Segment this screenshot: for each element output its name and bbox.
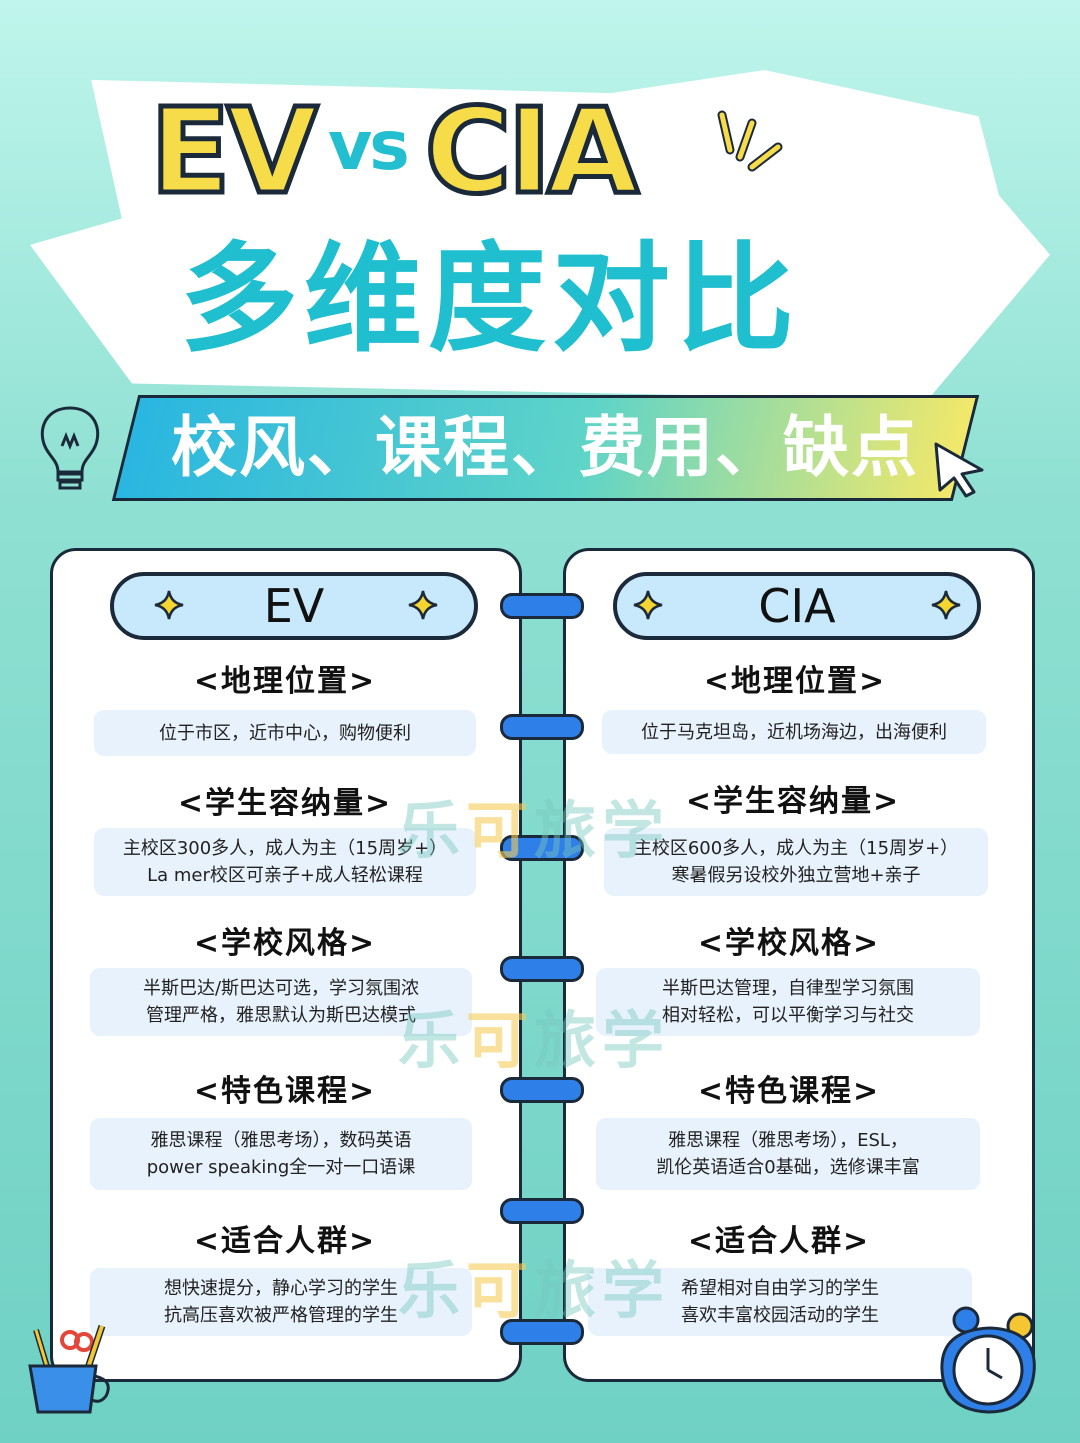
cia-section-box: 主校区600多人，成人为主（15周岁+） 寒暑假另设校外独立营地+亲子 [604, 828, 988, 896]
cia-section-box: 雅思课程（雅思考场），ESL， 凯伦英语适合0基础，选修课丰富 [596, 1118, 980, 1190]
ev-section-line: 雅思课程（雅思考场），数码英语 [150, 1130, 412, 1151]
binder-ring [500, 1319, 584, 1345]
ev-section-title: <特色课程> [193, 1074, 377, 1109]
watermark: 乐可旅学 [398, 990, 670, 1080]
cia-section-line: 半斯巴达管理，自律型学习氛围 [662, 978, 914, 999]
sparkle-icon [154, 590, 184, 620]
cia-section-line: 希望相对自由学习的学生 [681, 1278, 879, 1299]
header-paper [30, 70, 1050, 400]
cia-section-box: 半斯巴达管理，自律型学习氛围 相对轻松，可以平衡学习与社交 [596, 968, 980, 1036]
watermark: 乐可旅学 [398, 780, 670, 870]
watermark-text: 可 [466, 1254, 535, 1327]
watermark-text: 旅学 [534, 1004, 671, 1077]
cia-section-title: <地理位置> [703, 664, 887, 699]
watermark-text: 乐 [398, 794, 467, 867]
watermark-text: 可 [466, 1004, 535, 1077]
cia-section-line: 位于马克坦岛，近机场海边，出海便利 [641, 721, 947, 743]
cia-section-box: 希望相对自由学习的学生 喜欢丰富校园活动的学生 [588, 1268, 972, 1336]
watermark-text: 可 [466, 794, 535, 867]
cia-section-line: 主校区600多人，成人为主（15周岁+） [633, 838, 959, 859]
lightbulb-icon [40, 406, 100, 490]
binder-ring [500, 593, 584, 619]
ev-section-line: 主校区300多人，成人为主（15周岁+） [122, 838, 448, 859]
binder-ring [500, 1198, 584, 1224]
ev-section-box: 想快速提分，静心学习的学生 抗高压喜欢被严格管理的学生 [90, 1268, 472, 1336]
cia-section-title: <学校风格> [697, 926, 881, 961]
title-vs: vs [327, 107, 410, 186]
ev-section-line: 抗高压喜欢被严格管理的学生 [164, 1305, 398, 1326]
cia-section-title: <适合人群> [687, 1224, 871, 1259]
cursor-arrow-icon [934, 442, 984, 498]
binder-ring [500, 956, 584, 982]
cia-section-line: 喜欢丰富校园活动的学生 [681, 1305, 879, 1326]
cia-section-line: 雅思课程（雅思考场），ESL， [668, 1130, 908, 1151]
cia-section-line: 寒暑假另设校外独立营地+亲子 [671, 865, 921, 886]
alarm-clock-icon [940, 1306, 1036, 1414]
ev-section-box: 主校区300多人，成人为主（15周岁+） La mer校区可亲子+成人轻松课程 [94, 828, 476, 896]
ev-section-line: power speaking全一对一口语课 [146, 1157, 416, 1178]
ev-section-line: 位于市区，近市中心，购物便利 [159, 722, 411, 744]
ev-section-line: 半斯巴达/斯巴达可选，学习氛围浓 [142, 978, 420, 999]
watermark-text: 旅学 [534, 794, 671, 867]
ev-section-title: <学校风格> [193, 926, 377, 961]
watermark-text: 乐 [398, 1254, 467, 1327]
cia-section-line: 凯伦英语适合0基础，选修课丰富 [656, 1157, 920, 1178]
cia-header-pill: CIA [613, 572, 981, 640]
main-title: EV vs CIA [148, 82, 642, 220]
ev-header-pill: EV [110, 572, 478, 640]
cia-section-title: <学生容纳量> [685, 784, 901, 819]
cia-section-line: 相对轻松，可以平衡学习与社交 [662, 1005, 914, 1026]
cia-column-name: CIA [758, 579, 836, 633]
subtitle: 多维度对比 [180, 230, 801, 368]
sparkle-icon [633, 590, 663, 620]
banner-text: 校风、课程、费用、缺点 [171, 409, 919, 486]
ev-section-title: <地理位置> [193, 664, 377, 699]
cia-card [563, 548, 1035, 1382]
watermark-text: 乐 [398, 1004, 467, 1077]
binder-ring [500, 835, 584, 861]
ev-section-title: <学生容纳量> [177, 786, 393, 821]
ev-section-line: 想快速提分，静心学习的学生 [164, 1278, 398, 1299]
ev-section-box: 雅思课程（雅思考场），数码英语 power speaking全一对一口语课 [90, 1118, 472, 1190]
watermark-text: 旅学 [534, 1254, 671, 1327]
title-right: CIA [422, 82, 641, 220]
ev-section-line: La mer校区可亲子+成人轻松课程 [147, 865, 423, 886]
ev-section-title: <适合人群> [193, 1224, 377, 1259]
sparkle-icon [931, 590, 961, 620]
burst-icon [717, 110, 783, 172]
ev-card [50, 548, 522, 1382]
sparkle-icon [408, 590, 438, 620]
pencil-cup-icon [28, 1324, 110, 1414]
ev-column-name: EV [263, 579, 325, 633]
ev-section-box: 位于市区，近市中心，购物便利 [94, 710, 476, 756]
ev-section-box: 半斯巴达/斯巴达可选，学习氛围浓 管理严格，雅思默认为斯巴达模式 [90, 968, 472, 1036]
title-left: EV [148, 82, 321, 220]
binder-ring [500, 1077, 584, 1103]
cia-section-title: <特色课程> [697, 1074, 881, 1109]
binder-ring [500, 714, 584, 740]
cia-section-box: 位于马克坦岛，近机场海边，出海便利 [602, 710, 986, 754]
ev-section-line: 管理严格，雅思默认为斯巴达模式 [146, 1005, 416, 1026]
watermark: 乐可旅学 [398, 1240, 670, 1330]
